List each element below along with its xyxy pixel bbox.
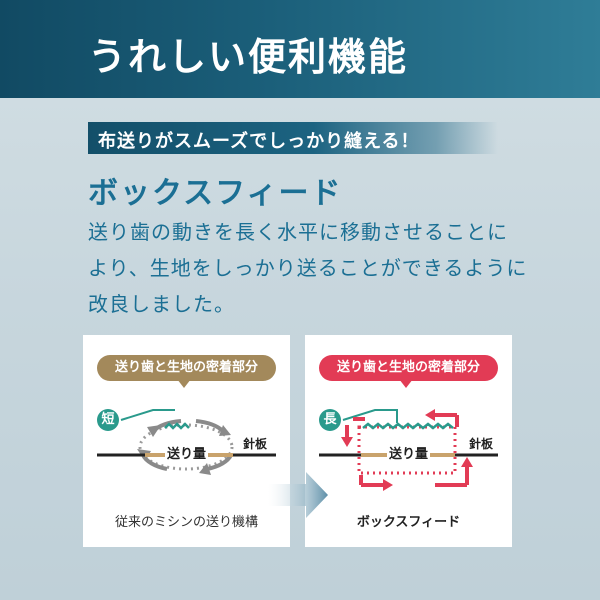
badge-pointer-line [342,409,398,423]
contact-area-pill: 送り歯と生地の密着部分 [97,355,276,381]
motion-arrow-top-right [195,419,225,433]
conventional-caption: 従来のミシンの送り機構 [114,515,258,530]
feature-title: ボックスフィード [88,176,343,211]
long-badge: 長 [319,409,341,431]
short-badge: 短 [97,409,119,431]
feature-description: 送り歯の動きを長く水平に移動させることにより、生地をしっかり送ることができるよう… [88,220,528,316]
conventional-feed-panel: 送り歯と生地の密着部分 短 送り量 針板 従来のミシンの送り機構 [83,335,290,547]
feed-motion-ellipse [138,423,234,471]
arrowhead-top-left [147,425,161,437]
feed-motion-box [357,425,457,475]
badge-pointer-line [120,409,175,421]
box-feed-caption: ボックスフィード [356,515,461,530]
transition-arrow-icon [268,472,328,518]
pill-pointer [399,379,413,388]
header-banner: うれしい便利機能 [0,0,600,98]
motion-arrow-bottom-right [206,453,233,471]
arrowhead-top-right [219,425,231,436]
needle-plate-label: 針板 [243,437,268,451]
feed-teeth-long [362,422,454,430]
subheading-text: 布送りがスムーズでしっかり縫える！ [98,131,420,152]
pill-pointer [177,379,191,388]
box-feed-panel: 送り歯と生地の密着部分 長 送り量 針板 ボックスフィード [305,335,512,547]
contact-area-pill: 送り歯と生地の密着部分 [319,355,498,381]
page-title: うれしい便利機能 [88,35,409,79]
subheading-band: 布送りがスムーズでしっかり縫える！ [88,122,498,154]
feed-amount-label: 送り量 [165,443,209,462]
feed-teeth-short [164,422,190,430]
needle-plate-label: 針板 [469,437,494,451]
arrowhead-bottom-right [199,463,211,475]
feed-amount-label: 送り量 [387,443,431,462]
